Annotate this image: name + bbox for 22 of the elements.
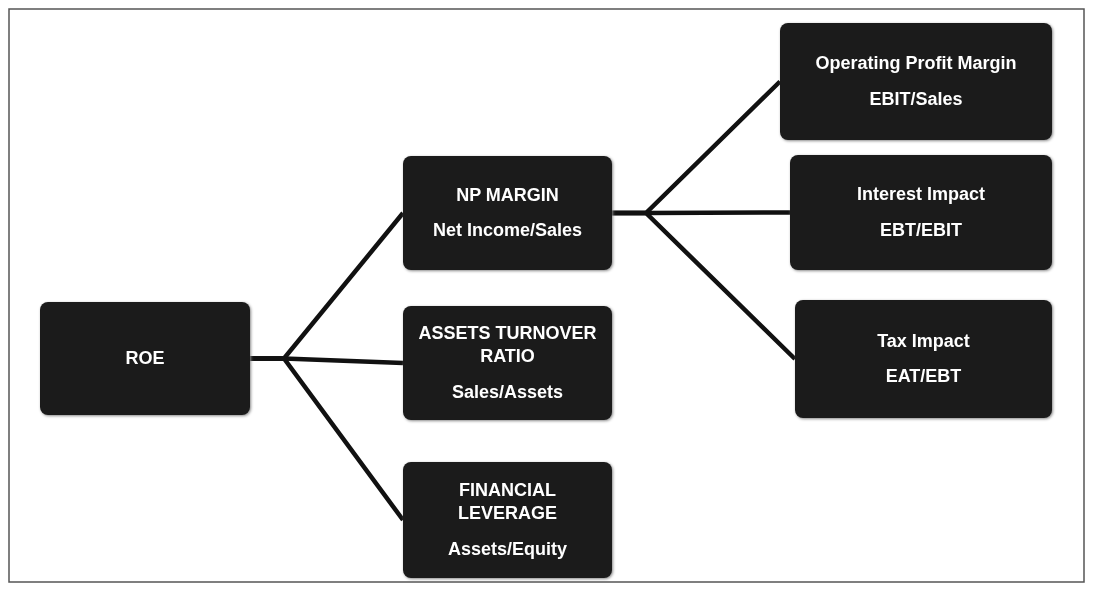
ratio-formula: EBT/EBIT (880, 218, 962, 242)
ratio-box (403, 306, 612, 420)
ratio-box (403, 462, 612, 578)
connector-line (250, 356, 405, 522)
box-title: FINANCIAL LEVERAGE (457, 478, 558, 526)
ratio-formula: Sales/Assets (451, 380, 564, 404)
ratio-box (40, 302, 250, 415)
box-title: NP MARGIN (456, 183, 559, 207)
ratio-box (795, 300, 1052, 418)
ratio-formula: EAT/EBT (885, 365, 962, 388)
box-title: ROE (125, 346, 165, 370)
ratio-box (780, 23, 1052, 140)
box-title: ASSETS TURNOVER RATIO (417, 321, 598, 369)
box-title: Interest Impact (856, 183, 985, 207)
connector-line (612, 210, 797, 361)
box-title: Operating Profit Margin (815, 52, 1017, 76)
ratio-formula: Net Income/Sales (432, 219, 583, 242)
box-title: Tax Impact (877, 329, 970, 353)
ratio-formula: EBIT/Sales (869, 87, 963, 111)
ratio-box (403, 156, 612, 270)
ratio-box (790, 155, 1052, 270)
ratio-formula: Assets/Equity (447, 537, 567, 561)
